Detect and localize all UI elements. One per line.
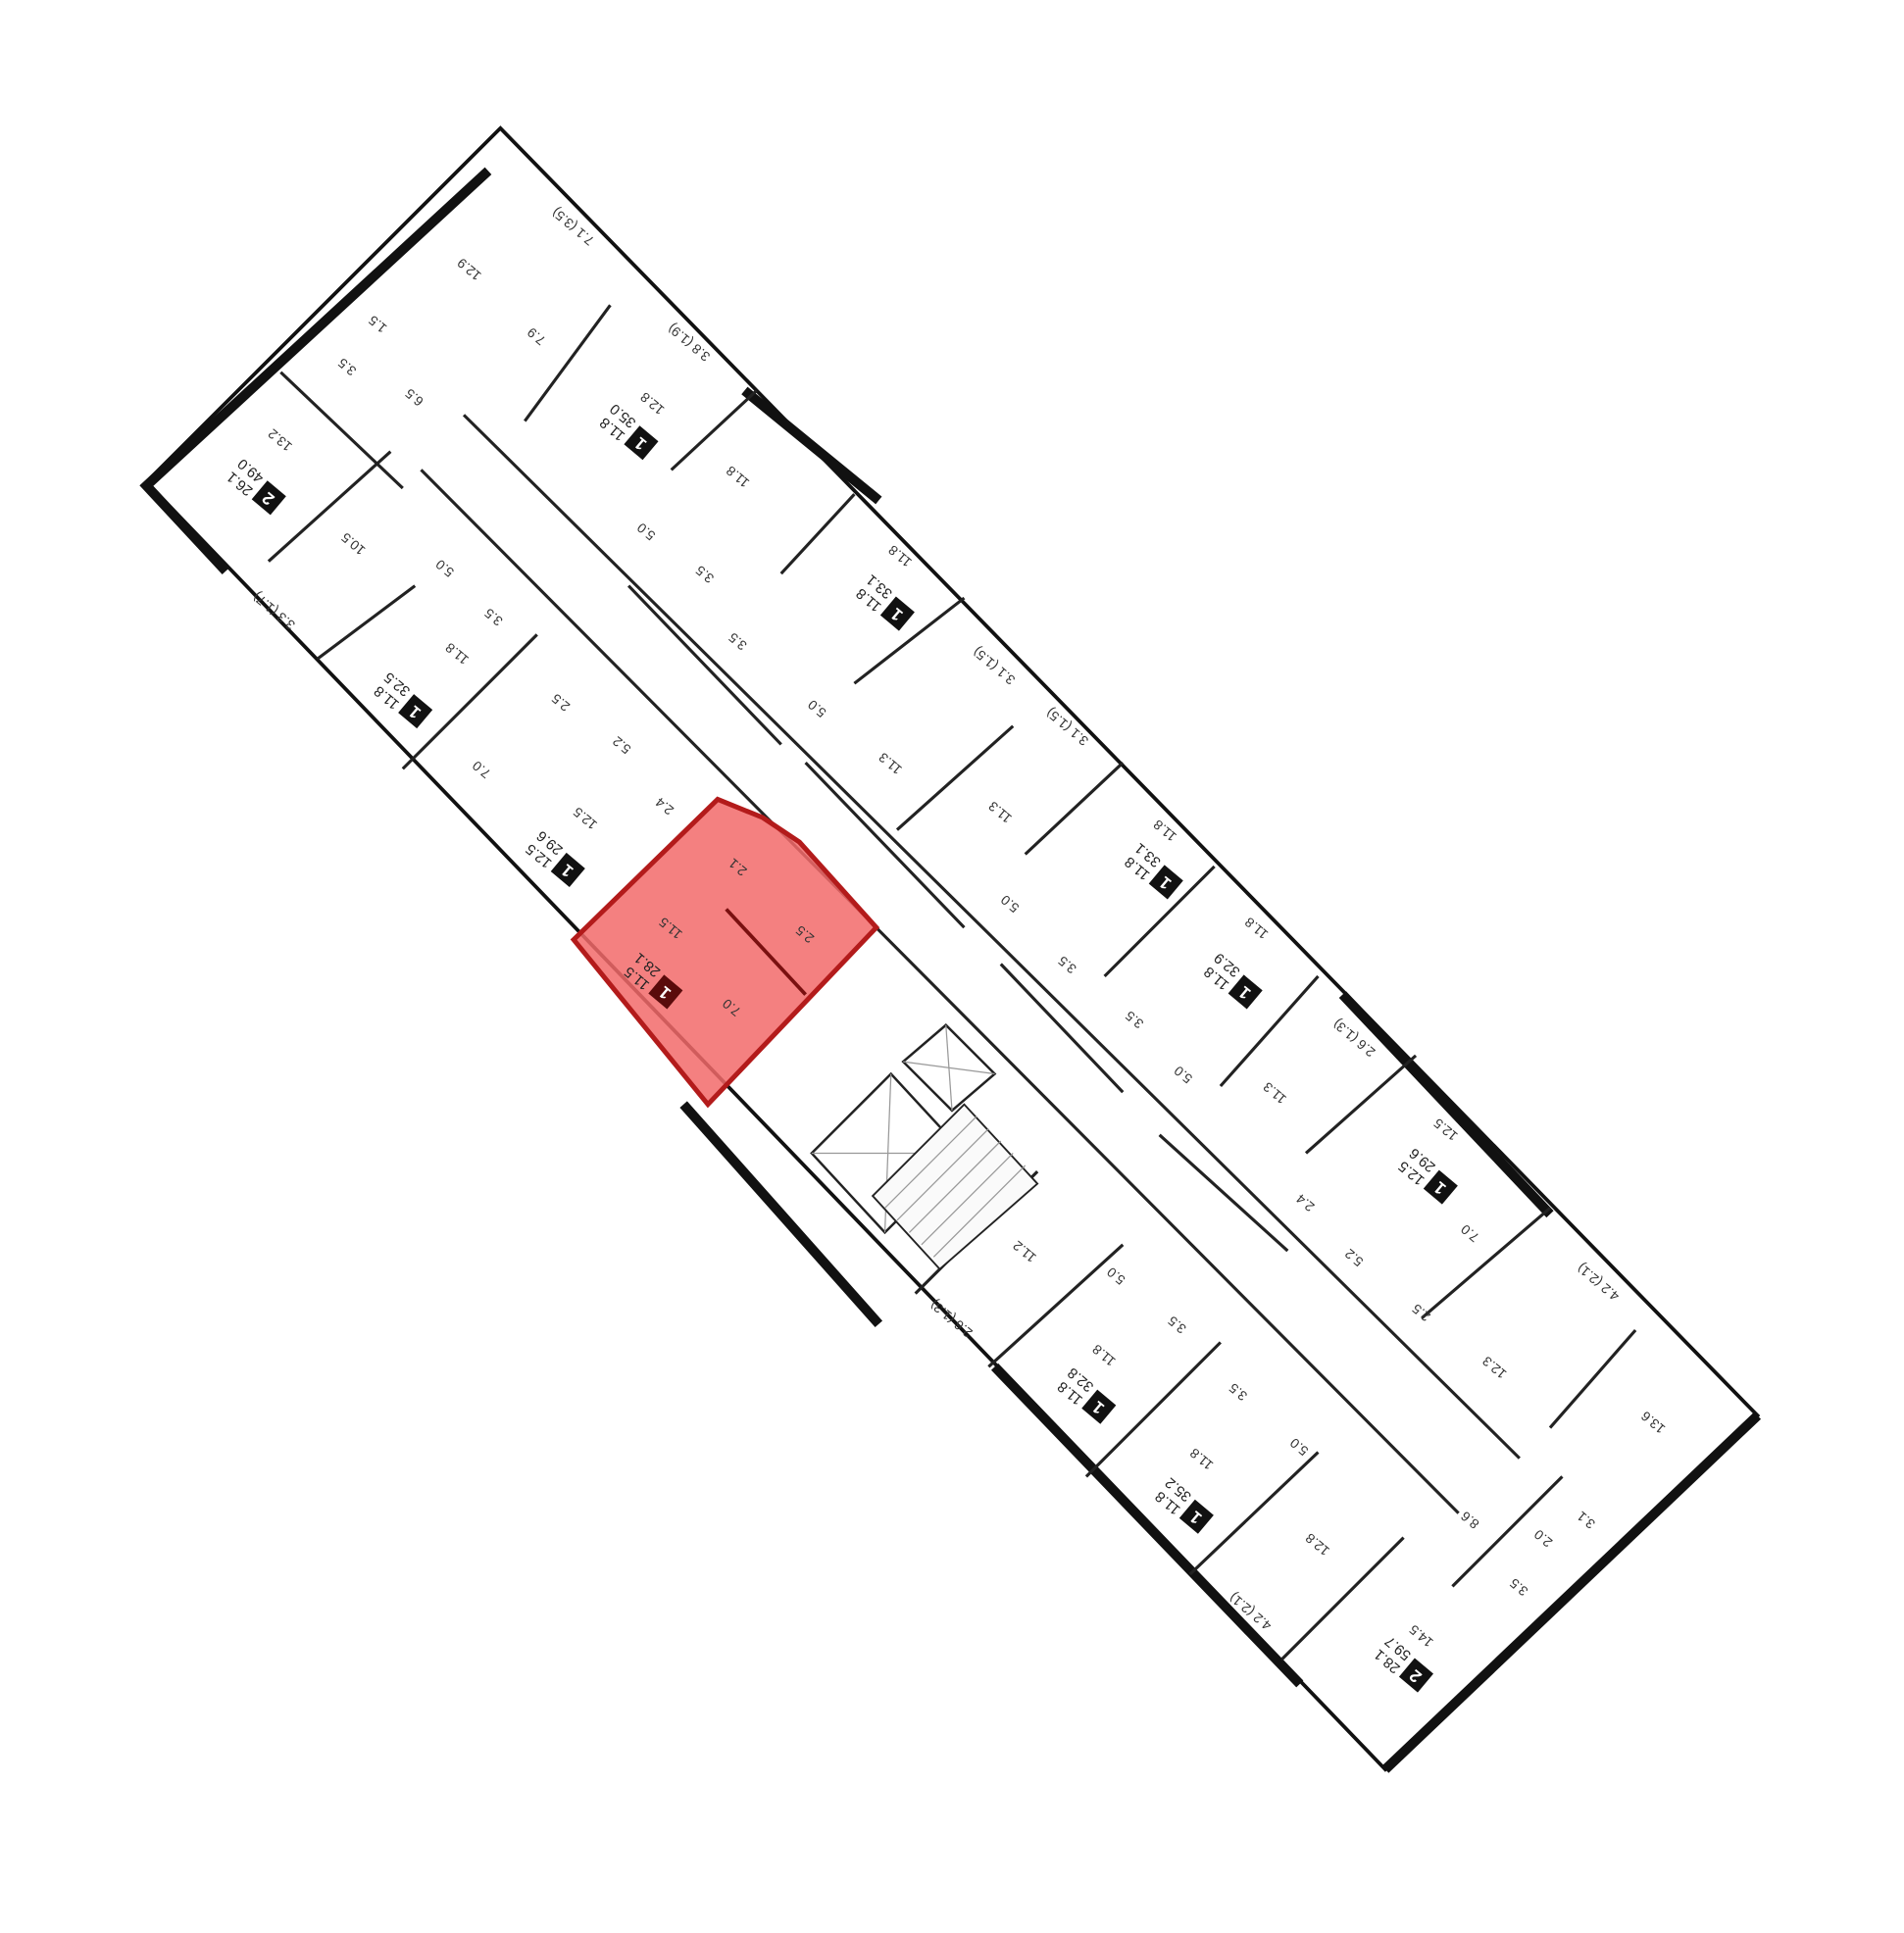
corridor-wall <box>1158 1133 1289 1253</box>
corridor-wall <box>804 762 966 929</box>
outer-wall-west <box>139 167 492 575</box>
staircase <box>871 1103 1039 1271</box>
apartment-6-highlighted[interactable]: 111.528.1 11.5 2.1 2.5 7.0 <box>621 856 818 1019</box>
outer-wall-east <box>1381 1412 1762 1773</box>
room-count-badge <box>251 480 286 516</box>
outer-wall-ne <box>741 386 882 505</box>
corridor-wall <box>462 414 1521 1460</box>
corridor-wall <box>420 469 1460 1514</box>
highlighted-apartment[interactable] <box>570 796 880 1109</box>
highlighted-apartment-wall <box>725 908 807 996</box>
apartment-10[interactable]: 228.159.7 12.3 13.6 3.1 2.0 8.6 3.5 14.5 <box>1371 1353 1668 1695</box>
outer-wall-sw <box>679 1101 883 1328</box>
outer-wall-sw2 <box>990 1363 1304 1688</box>
corridor-wall <box>626 584 782 746</box>
corridor-wall <box>999 963 1125 1094</box>
outer-wall-ne2 <box>1338 991 1554 1218</box>
